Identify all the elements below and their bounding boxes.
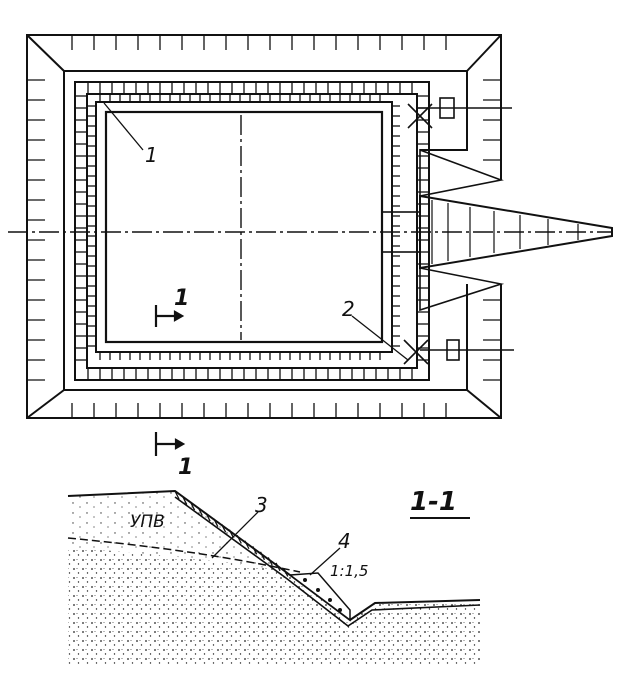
callout-1-label: 1: [145, 143, 158, 167]
topsoil-layer: [68, 491, 282, 570]
section-mark-upper: [154, 305, 185, 327]
lining-ring-inner: [95, 101, 393, 353]
lower-wing-wall: [419, 267, 505, 312]
slope-hatching: [27, 35, 501, 577]
section-title: 1-1: [410, 487, 457, 517]
slope-lining: [174, 496, 481, 627]
section-mark-lower: [154, 432, 186, 456]
sand-layer: [68, 548, 480, 664]
stone-protection: [287, 572, 351, 622]
callout-2-leader: [351, 315, 409, 361]
lining-ring-outer: [74, 81, 430, 381]
corner-mitre: [26, 389, 65, 419]
groundwater-label: УПВ: [130, 512, 165, 532]
section-mark-label-upper: 1: [174, 286, 189, 311]
callout-1-leader: [103, 102, 144, 151]
groundwater-line: [67, 537, 301, 573]
outlet-headwall: [381, 211, 421, 253]
slope-ratio-label: 1:1,5: [330, 562, 368, 580]
corner-mitre: [466, 389, 502, 419]
upper-intake: [407, 97, 512, 129]
callout-4-label: 4: [338, 529, 351, 553]
lining-ring-middle: [86, 93, 418, 369]
plan-view: [8, 34, 613, 456]
callout-3-label: 3: [255, 493, 268, 517]
corner-mitre: [26, 34, 65, 72]
section-mark-label-lower: 1: [178, 455, 193, 480]
cross-section: [67, 489, 481, 664]
callout-4-leader: [309, 547, 341, 576]
corner-mitre: [466, 34, 502, 72]
outer-embankment-outline: [26, 34, 502, 419]
callout-3-leader: [211, 511, 259, 559]
callout-2-label: 2: [342, 297, 355, 321]
upper-wing-wall: [419, 148, 504, 197]
